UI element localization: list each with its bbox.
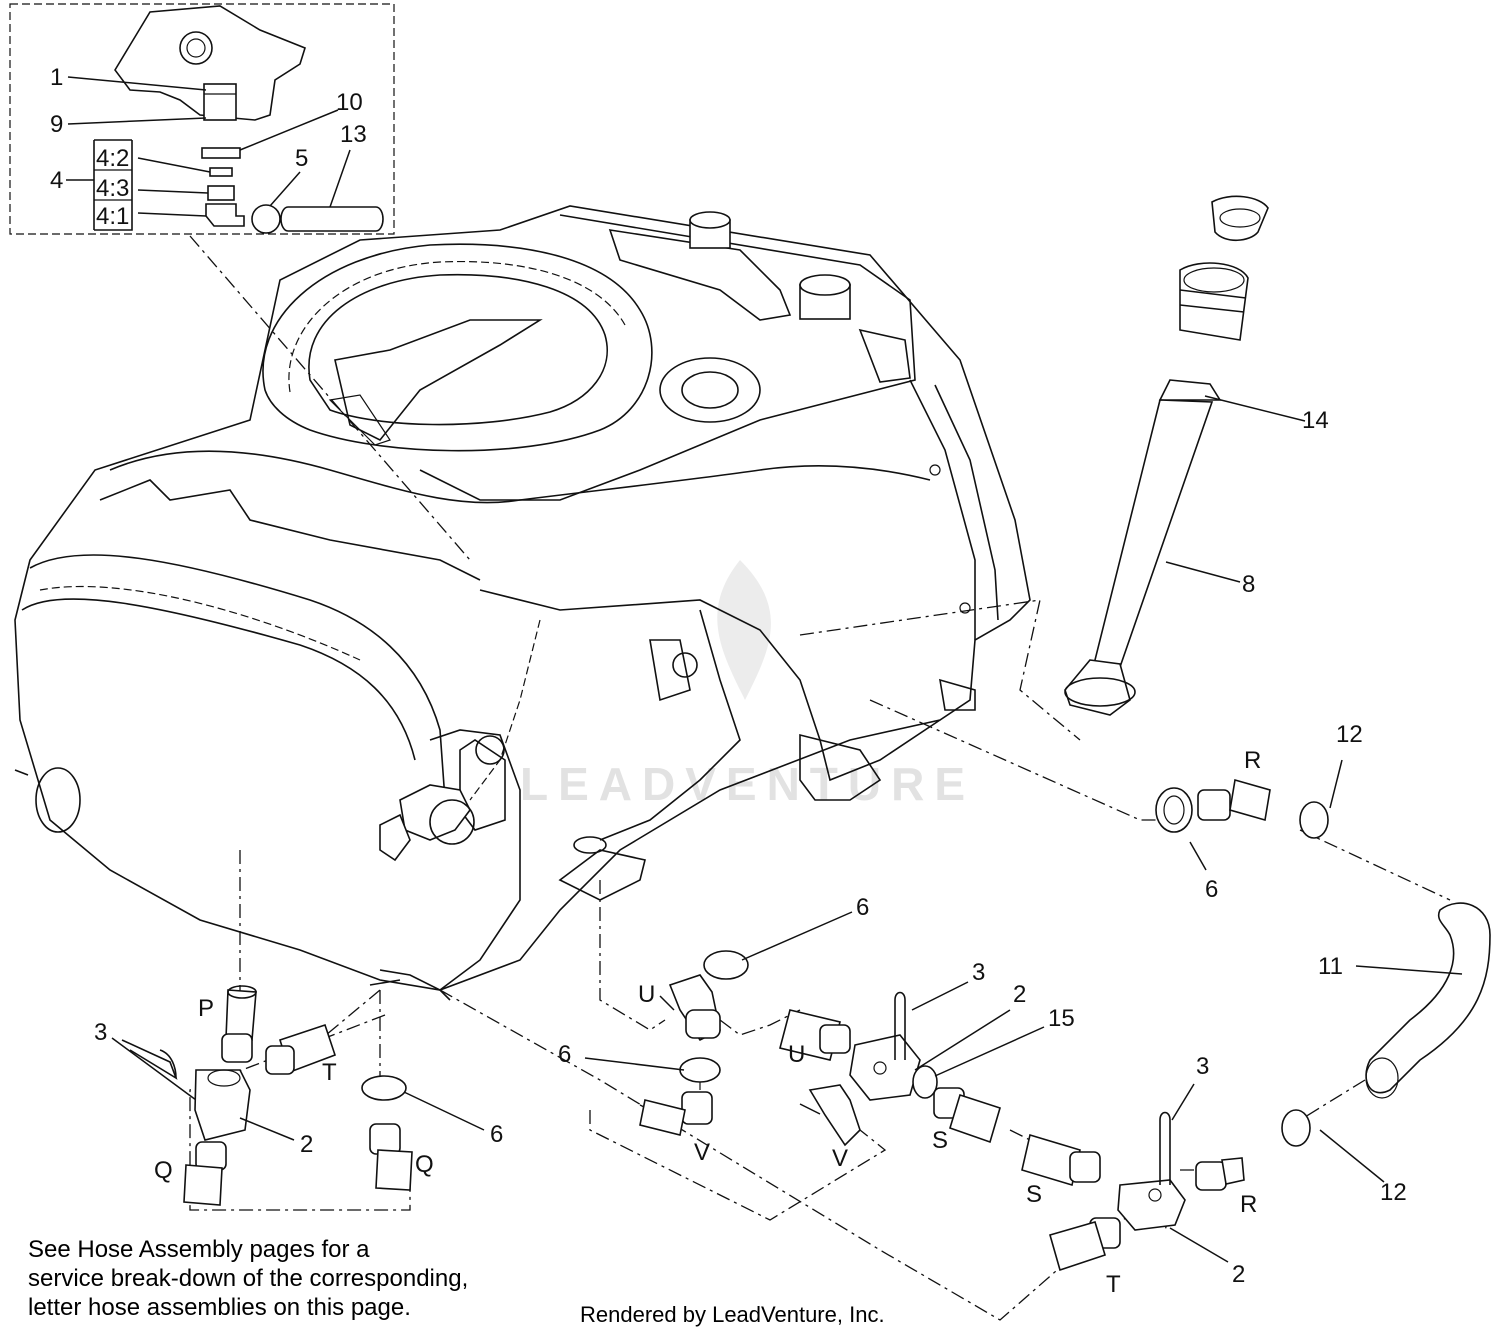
callout-2-left: 2 bbox=[300, 1131, 313, 1158]
note-line-3: letter hose assemblies on this page. bbox=[28, 1294, 411, 1321]
callout-R-top: R bbox=[1244, 747, 1261, 774]
callout-12-top: 12 bbox=[1336, 721, 1363, 748]
watermark-text: LEADVENTURE bbox=[520, 758, 975, 810]
callout-12-bottom: 12 bbox=[1380, 1179, 1407, 1206]
callout-3-right: 3 bbox=[1196, 1053, 1209, 1080]
callout-Q-left: Q bbox=[154, 1157, 173, 1184]
middle-hose-group bbox=[584, 911, 1045, 1147]
hose-assembly-note: See Hose Assembly pages for a service br… bbox=[28, 1236, 468, 1321]
callout-T-bottom: T bbox=[1106, 1271, 1121, 1298]
callout-4-3: 4:3 bbox=[96, 175, 129, 202]
right-hose-group bbox=[1155, 759, 1491, 1183]
fuel-tank bbox=[14, 205, 1031, 1001]
callout-13: 13 bbox=[340, 121, 367, 148]
filler-neck-assembly bbox=[1064, 195, 1306, 716]
callout-U-right: U bbox=[788, 1041, 805, 1068]
callout-3-left: 3 bbox=[94, 1019, 107, 1046]
watermark-flame-icon bbox=[717, 560, 771, 700]
callout-6-right: 6 bbox=[1205, 876, 1218, 903]
lower-left-group bbox=[111, 985, 485, 1206]
callout-2-mid: 2 bbox=[1013, 981, 1026, 1008]
callout-U-left: U bbox=[638, 981, 655, 1008]
detail-inset bbox=[9, 3, 395, 235]
assembly-centerlines bbox=[189, 599, 1451, 1321]
callout-11: 11 bbox=[1318, 953, 1343, 980]
callout-T-left: T bbox=[322, 1059, 337, 1086]
callout-P: P bbox=[198, 995, 214, 1022]
callout-3-mid: 3 bbox=[972, 959, 985, 986]
callout-14: 14 bbox=[1302, 407, 1329, 434]
callout-labels: 1 9 10 4 4:2 4:3 4:1 5 13 14 8 12 R 6 11… bbox=[50, 64, 1407, 1298]
callout-S-mid: S bbox=[932, 1127, 948, 1154]
callout-4-2: 4:2 bbox=[96, 145, 129, 172]
callout-9: 9 bbox=[50, 111, 63, 138]
callout-S-right: S bbox=[1026, 1181, 1042, 1208]
callout-R-bottom: R bbox=[1240, 1191, 1257, 1218]
callout-2-right: 2 bbox=[1232, 1261, 1245, 1288]
callout-6-mid: 6 bbox=[558, 1041, 571, 1068]
callout-4: 4 bbox=[50, 167, 63, 194]
lower-tee-group bbox=[1021, 1083, 1245, 1272]
callout-V-right: V bbox=[832, 1145, 848, 1172]
callout-4-1: 4:1 bbox=[96, 203, 129, 230]
note-line-1: See Hose Assembly pages for a bbox=[28, 1236, 370, 1263]
callout-6-upper-mid: 6 bbox=[856, 894, 869, 921]
callout-Q-mid: Q bbox=[415, 1151, 434, 1178]
note-line-2: service break-down of the corresponding, bbox=[28, 1265, 468, 1292]
callout-6-left: 6 bbox=[490, 1121, 503, 1148]
callout-10: 10 bbox=[336, 89, 363, 116]
callout-V-left: V bbox=[694, 1139, 710, 1166]
callout-5: 5 bbox=[295, 145, 308, 172]
callout-1: 1 bbox=[50, 64, 63, 91]
rendered-by-credit: Rendered by LeadVenture, Inc. bbox=[580, 1302, 885, 1327]
callout-8: 8 bbox=[1242, 571, 1255, 598]
callout-15: 15 bbox=[1048, 1005, 1075, 1032]
